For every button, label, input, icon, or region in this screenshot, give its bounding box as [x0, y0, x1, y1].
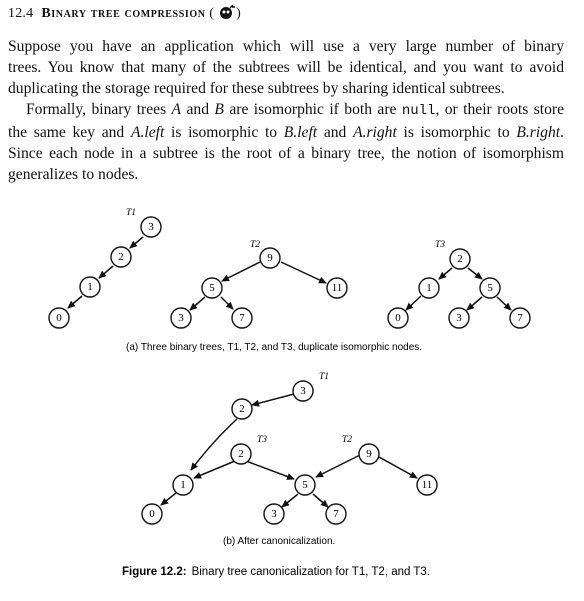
caption-part-a: (a) Three binary trees, T1, T2, and T3, …: [126, 342, 422, 353]
tree-node: 2: [110, 246, 132, 268]
svg-text:5: 5: [302, 479, 308, 491]
svg-text:3: 3: [148, 221, 154, 233]
tree-node: 1: [79, 276, 101, 298]
svg-text:7: 7: [517, 312, 523, 324]
intro-line: duplicating the storage required for the…: [8, 80, 505, 97]
section-number: 12.4: [8, 6, 34, 21]
dag-node: 2: [231, 398, 253, 420]
dag-label: T1: [319, 372, 329, 382]
svg-text:3: 3: [178, 312, 184, 324]
tree-node: 5: [479, 277, 501, 299]
svg-text:1: 1: [426, 282, 432, 294]
dag-node: 3: [292, 380, 314, 402]
svg-text:2: 2: [238, 448, 244, 460]
dag-node: 9: [358, 443, 380, 465]
svg-text:3: 3: [456, 312, 462, 324]
tree-node: 3: [448, 307, 470, 329]
tree-node: 0: [387, 307, 409, 329]
tree-node: 1: [418, 277, 440, 299]
tree-node: 2: [449, 248, 471, 270]
definition-line: Formally, binary trees A and B are isomo…: [26, 101, 565, 119]
svg-text:1: 1: [87, 281, 93, 293]
svg-text:9: 9: [366, 448, 372, 460]
dag-label: T2: [342, 435, 352, 445]
figure-caption: Figure 12.2: Binary tree canonicalization…: [122, 566, 430, 578]
tree-node: 9: [259, 247, 281, 269]
tree-node: 5: [201, 277, 223, 299]
tree-node: 3: [170, 307, 192, 329]
dag-node: 2: [230, 443, 252, 465]
definition-line: Since each node in a subtree is the root…: [8, 145, 564, 162]
dag-node: 5: [294, 474, 316, 496]
svg-text:2: 2: [457, 253, 463, 265]
tree-label: T1: [126, 208, 136, 218]
svg-text:1: 1: [180, 479, 186, 491]
tree-node: 3: [140, 216, 162, 238]
dag-node: 11: [416, 474, 438, 496]
intro-line: trees. You know that many of the subtree…: [8, 59, 564, 76]
svg-text:7: 7: [239, 312, 245, 324]
figure-caption-label: Figure 12.2:: [122, 566, 187, 578]
svg-text:2: 2: [118, 251, 124, 263]
tree-node: 11: [326, 277, 348, 299]
svg-text:3: 3: [300, 385, 306, 397]
definition-paragraph: Formally, binary trees A and B are isomo…: [8, 99, 564, 185]
definition-line: generalizes to nodes.: [8, 166, 139, 183]
tree-t3: T3 2 1 5 0 3 7: [387, 240, 531, 329]
canonical-dag: T1 T3 T2 3 2 2 9 1 5 11 0 3 7: [141, 372, 438, 525]
svg-text:9: 9: [267, 252, 273, 264]
definition-line: the same key and A.left is isomorphic to…: [8, 124, 565, 141]
bomb-icon: [220, 4, 236, 19]
tree-label: T2: [250, 240, 260, 250]
tree-t2: T2 9 5 11 3 7: [170, 240, 348, 329]
dag-node: 7: [325, 503, 347, 525]
tree-t1: T1 3 2 1 0: [48, 208, 162, 329]
svg-text:0: 0: [149, 508, 155, 520]
svg-text:11: 11: [332, 282, 343, 294]
caption-part-b: (b) After canonicalization.: [223, 536, 335, 547]
tree-node: 7: [509, 307, 531, 329]
dag-node: 3: [263, 503, 285, 525]
dag-node: 0: [141, 503, 163, 525]
svg-text:11: 11: [422, 479, 433, 491]
intro-line: Suppose you have an application which wi…: [8, 38, 564, 55]
svg-text:5: 5: [487, 282, 493, 294]
tree-node: 7: [231, 307, 253, 329]
intro-paragraph: Suppose you have an application which wi…: [8, 36, 564, 99]
svg-text:0: 0: [395, 312, 401, 324]
dag-node: 1: [172, 474, 194, 496]
section-title: Binary tree compression: [41, 6, 206, 21]
svg-text:0: 0: [56, 312, 62, 324]
figure-caption-text: Binary tree canonicalization for T1, T2,…: [192, 566, 430, 578]
dag-label: T3: [257, 435, 267, 445]
tree-label: T3: [435, 240, 445, 250]
svg-text:2: 2: [239, 403, 245, 415]
svg-text:3: 3: [271, 508, 277, 520]
svg-text:7: 7: [333, 508, 339, 520]
tree-node: 0: [48, 307, 70, 329]
svg-text:5: 5: [209, 282, 215, 294]
